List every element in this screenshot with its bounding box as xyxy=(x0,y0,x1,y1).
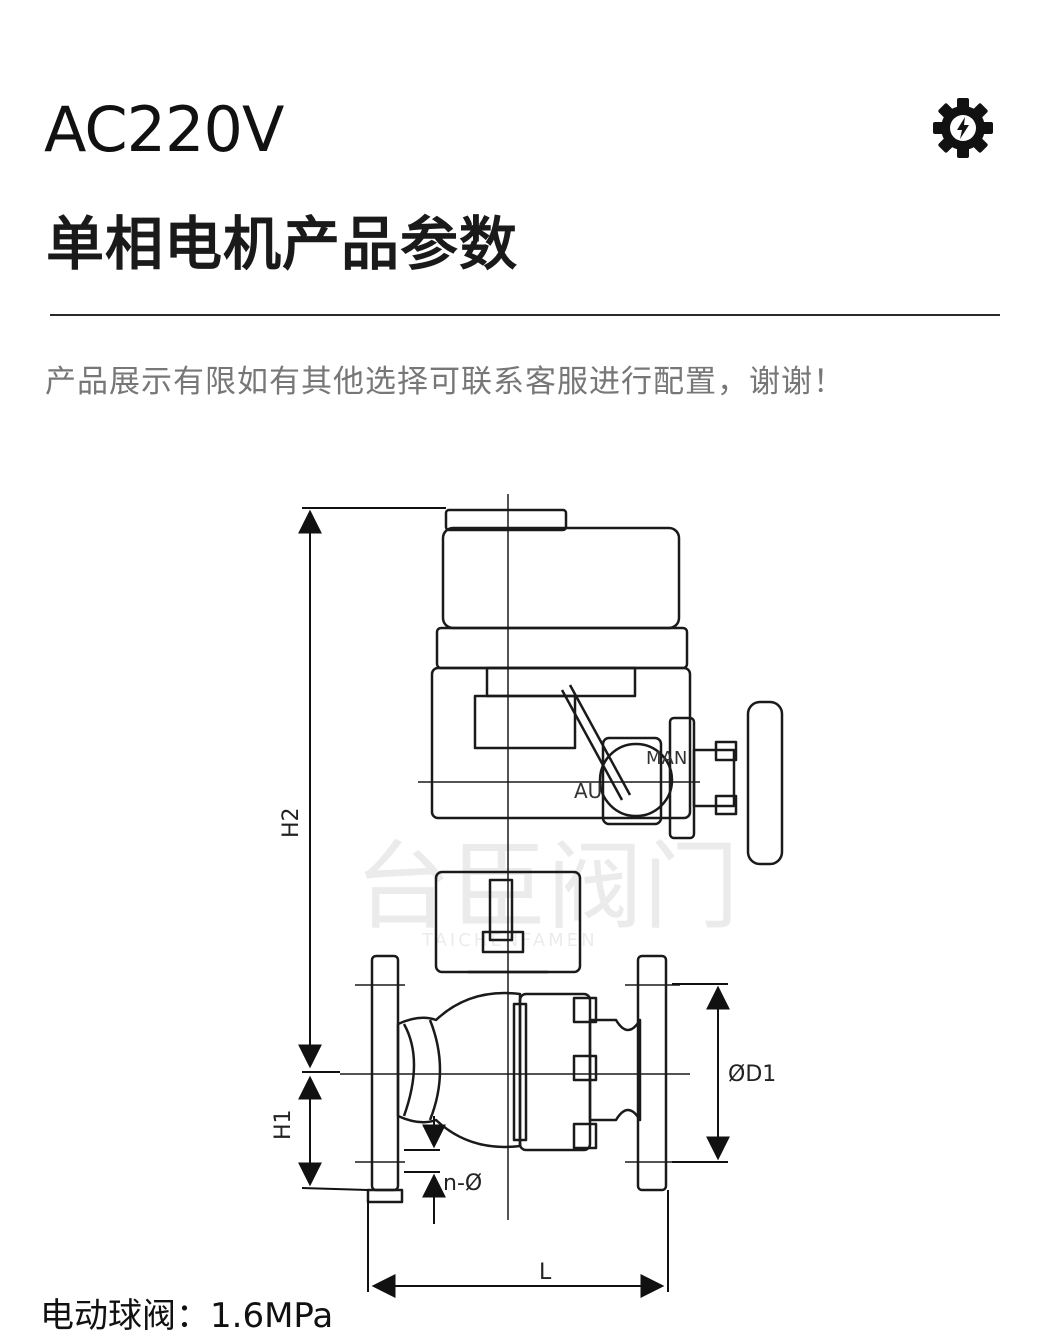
actuator-cover xyxy=(441,526,681,630)
handwheel xyxy=(746,700,784,866)
gear-lightning-icon xyxy=(933,98,993,158)
watermark: 台臣阀门 TAICHENFAMEN xyxy=(355,831,739,951)
actuator-cap xyxy=(444,508,568,532)
dim-h1: H1 xyxy=(271,1109,296,1140)
label-manual: MAN xyxy=(646,748,687,769)
center-flange xyxy=(518,992,592,1152)
label-auto: AU xyxy=(574,779,602,803)
notice-text: 产品展示有限如有其他选择可联系客服进行配置，谢谢！ xyxy=(45,364,845,400)
spec-line: 电动球阀：1.6MPa xyxy=(40,1296,334,1336)
dim-h2: H2 xyxy=(279,807,304,838)
watermark-cn: 台臣阀门 xyxy=(355,831,739,943)
section-title: 单相电机产品参数 xyxy=(46,210,519,278)
valve-body xyxy=(396,991,522,1149)
left-flange xyxy=(370,954,400,1192)
dim-n-hole: n-Ø xyxy=(443,1171,482,1196)
actuator-mid xyxy=(435,626,689,670)
dim-d1: ØD1 xyxy=(728,1062,776,1087)
right-flange xyxy=(636,954,668,1192)
actuator-body xyxy=(430,666,692,820)
model-title: AC220V xyxy=(44,93,284,166)
dim-l: L xyxy=(539,1260,552,1285)
valve-dimension-drawing: 台臣阀门 TAICHENFAMEN xyxy=(271,494,784,1298)
gearbox xyxy=(598,742,674,818)
divider xyxy=(50,314,1000,316)
